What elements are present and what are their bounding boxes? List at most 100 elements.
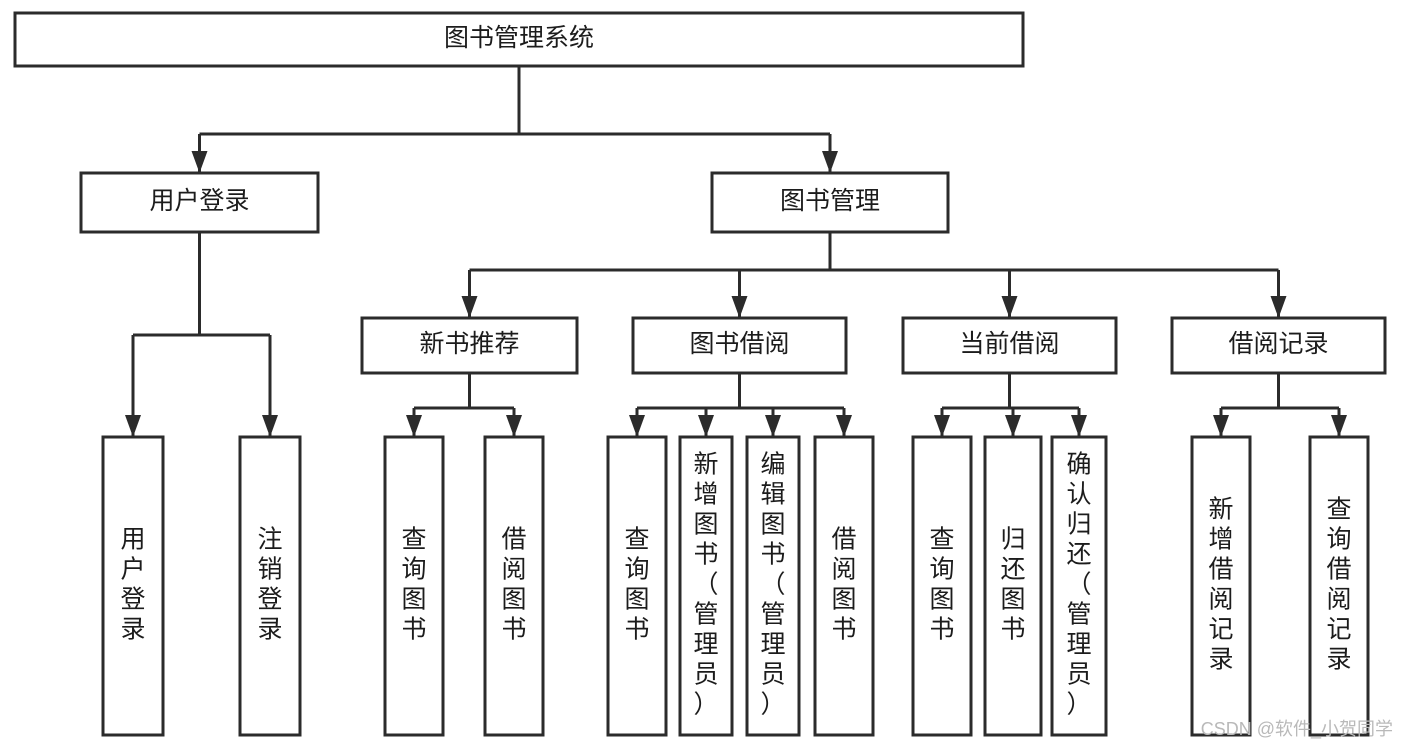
arrow-head-icon bbox=[765, 415, 781, 437]
node-label-char: 登 bbox=[120, 586, 145, 614]
node-label-char: 登 bbox=[257, 586, 282, 614]
node-new_book_rec[interactable]: 新书推荐 bbox=[360, 316, 579, 375]
node-leaf_user_login[interactable]: 用户登录 bbox=[101, 435, 165, 737]
node-box bbox=[631, 316, 848, 375]
node-label-char: 员 bbox=[760, 661, 785, 689]
node-label-char: 查 bbox=[1326, 496, 1351, 524]
node-box bbox=[678, 435, 734, 737]
node-label-char: 借 bbox=[1208, 556, 1233, 584]
node-label: 借阅记录 bbox=[1228, 330, 1328, 358]
node-label-char: 销 bbox=[257, 556, 282, 584]
node-label: 图书管理系统 bbox=[444, 24, 594, 52]
node-label-char: 增 bbox=[1208, 526, 1233, 554]
node-label-char: 编 bbox=[760, 451, 785, 479]
node-label-char: 借 bbox=[831, 526, 856, 554]
arrow-head-icon bbox=[1071, 415, 1087, 437]
node-label-char: 询 bbox=[929, 556, 954, 584]
node-box bbox=[79, 171, 320, 234]
node-label-char: 查 bbox=[624, 526, 649, 554]
node-box bbox=[1050, 435, 1108, 737]
node-box bbox=[911, 435, 973, 737]
node-label-char: 管 bbox=[693, 601, 718, 629]
node-label-char: 查 bbox=[401, 526, 426, 554]
node-label-char: 管 bbox=[1066, 601, 1091, 629]
node-label-char: 录 bbox=[120, 616, 145, 644]
node-label-char: （ bbox=[760, 571, 785, 599]
node-borrow_record[interactable]: 借阅记录 bbox=[1170, 316, 1387, 375]
node-label-char: 归 bbox=[1000, 526, 1025, 554]
arrow-head-icon bbox=[1270, 296, 1287, 318]
arrow-head-icon bbox=[191, 151, 208, 173]
node-label-char: 图 bbox=[693, 511, 718, 539]
node-box bbox=[101, 435, 165, 737]
node-label-char: 书 bbox=[1000, 616, 1025, 644]
arrow-head-icon bbox=[461, 296, 478, 318]
node-label: 图书借阅 bbox=[689, 330, 789, 358]
arrow-head-icon bbox=[1001, 296, 1018, 318]
node-label-char: （ bbox=[693, 571, 718, 599]
node-box bbox=[1308, 435, 1370, 737]
arrow-head-icon bbox=[1331, 415, 1347, 437]
node-label-char: 理 bbox=[1066, 631, 1091, 659]
node-label-char: 增 bbox=[693, 481, 718, 509]
node-current_borrow[interactable]: 当前借阅 bbox=[901, 316, 1118, 375]
node-box bbox=[813, 435, 875, 737]
node-label-char: 确 bbox=[1066, 451, 1091, 479]
node-box bbox=[745, 435, 801, 737]
node-label-char: 图 bbox=[501, 586, 526, 614]
node-label-char: 新 bbox=[693, 451, 718, 479]
node-label-char: 记 bbox=[1326, 616, 1351, 644]
node-book_manage[interactable]: 图书管理 bbox=[710, 171, 950, 234]
node-layer: 图书管理系统用户登录图书管理新书推荐图书借阅当前借阅借阅记录用户登录注销登录查询… bbox=[13, 11, 1387, 737]
node-label-char: 询 bbox=[1326, 526, 1351, 554]
node-label-char: 阅 bbox=[831, 556, 856, 584]
node-label-char: 阅 bbox=[1326, 586, 1351, 614]
node-label-char: 阅 bbox=[501, 556, 526, 584]
arrow-head-icon bbox=[1005, 415, 1021, 437]
node-label: 用户登录 bbox=[149, 187, 249, 215]
arrow-head-icon bbox=[406, 415, 422, 437]
node-user_login[interactable]: 用户登录 bbox=[79, 171, 320, 234]
node-label-char: 书 bbox=[501, 616, 526, 644]
node-label-char: 录 bbox=[1326, 646, 1351, 674]
node-label-char: 注 bbox=[257, 526, 282, 554]
node-label-char: 用 bbox=[120, 526, 145, 554]
node-root[interactable]: 图书管理系统 bbox=[13, 11, 1025, 68]
arrow-head-icon bbox=[262, 415, 278, 437]
node-box bbox=[901, 316, 1118, 375]
node-label: 新书推荐 bbox=[419, 330, 519, 358]
node-label: 图书管理 bbox=[780, 187, 880, 215]
node-label-char: 还 bbox=[1000, 556, 1025, 584]
node-box bbox=[606, 435, 668, 737]
node-label-char: 辑 bbox=[760, 481, 785, 509]
node-box bbox=[238, 435, 302, 737]
node-box bbox=[710, 171, 950, 234]
node-label-char: 户 bbox=[120, 556, 145, 584]
node-label-char: 还 bbox=[1066, 541, 1091, 569]
node-label-char: 录 bbox=[1208, 646, 1233, 674]
node-label-char: （ bbox=[1066, 571, 1091, 599]
arrow-head-icon bbox=[629, 415, 645, 437]
node-box bbox=[1170, 316, 1387, 375]
node-label-char: 图 bbox=[760, 511, 785, 539]
node-label-char: 图 bbox=[401, 586, 426, 614]
node-label-char: 记 bbox=[1208, 616, 1233, 644]
node-label-char: 阅 bbox=[1208, 586, 1233, 614]
node-label-char: 图 bbox=[831, 586, 856, 614]
node-label-char: 借 bbox=[1326, 556, 1351, 584]
node-label: 当前借阅 bbox=[959, 330, 1059, 358]
node-book_borrow[interactable]: 图书借阅 bbox=[631, 316, 848, 375]
